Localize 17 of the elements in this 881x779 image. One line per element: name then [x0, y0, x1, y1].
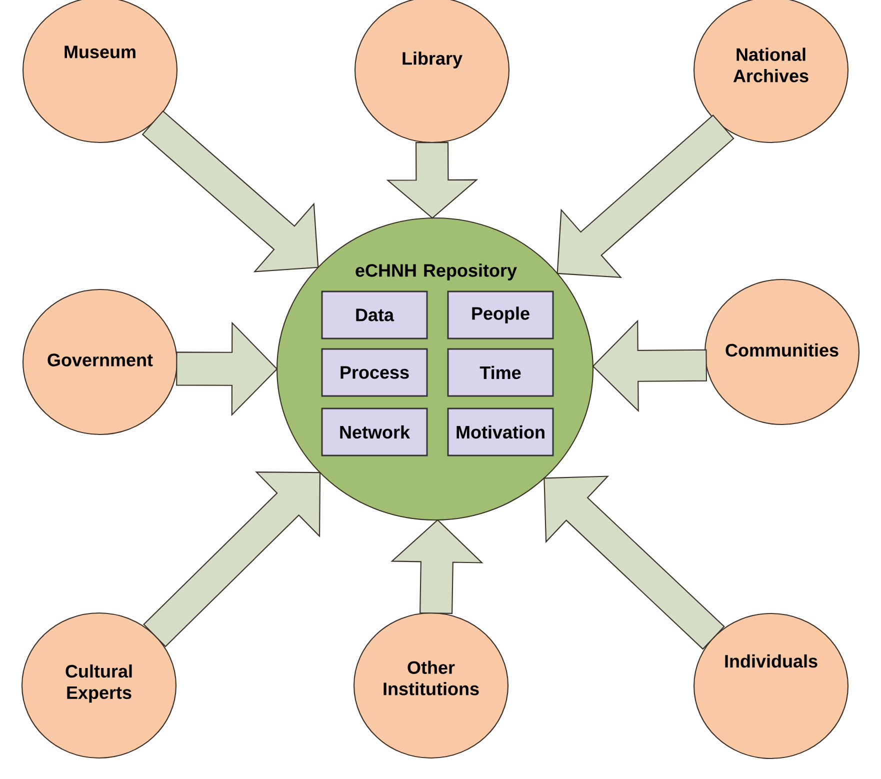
circle-node: Cultural Experts — [21, 612, 177, 759]
category-box: Time — [447, 348, 554, 397]
block-arrow — [176, 322, 278, 416]
circle-node: Other Institutions — [353, 612, 509, 759]
category-box: Network — [321, 408, 428, 456]
block-arrow — [544, 476, 725, 650]
circle-node: Government — [22, 288, 178, 436]
circle-node: Individuals — [693, 612, 849, 760]
block-arrow — [390, 519, 484, 614]
block-arrow — [556, 114, 734, 278]
category-box: Process — [321, 348, 428, 397]
category-box: People — [447, 290, 554, 340]
block-arrow — [592, 320, 707, 412]
block-arrow — [386, 142, 478, 219]
category-box: Motivation — [447, 408, 554, 456]
circle-node: Communities — [704, 278, 860, 426]
category-box: Data — [321, 290, 428, 340]
